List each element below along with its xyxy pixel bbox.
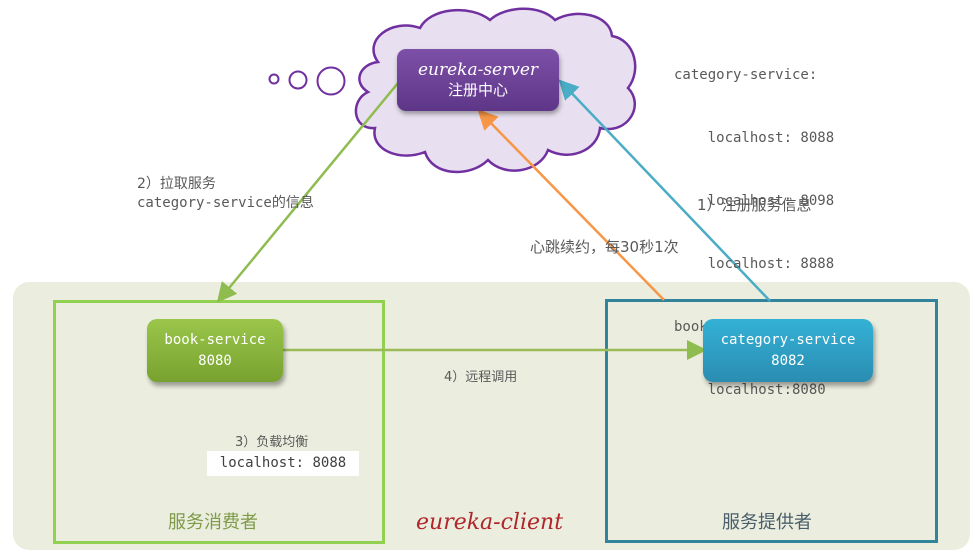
heartbeat-arrow xyxy=(477,109,665,301)
registry-line: category-service: xyxy=(674,67,818,83)
registry-line: localhost: 8888 xyxy=(674,256,835,272)
eureka-client-label: eureka-client xyxy=(416,510,564,535)
consumer-label: 服务消费者 xyxy=(168,512,258,533)
registry-line: localhost: 8088 xyxy=(674,130,835,146)
provider-region xyxy=(605,299,938,543)
registry-list: category-service: localhost: 8088 localh… xyxy=(674,23,834,422)
cloud-bubble-small xyxy=(268,73,280,85)
eureka-server-title: eureka-server xyxy=(417,60,539,80)
category-service-node[interactable]: category-service 8082 xyxy=(703,319,873,382)
category-service-name: category-service xyxy=(720,331,856,348)
cloud-bubble-large xyxy=(316,66,346,96)
load-balance-label: 3）负载均衡 xyxy=(235,435,309,450)
remote-call-label: 4）远程调用 xyxy=(444,370,518,385)
register-arrow xyxy=(558,79,771,302)
pull-service-label-line1: 2）拉取服务 xyxy=(137,176,216,192)
eureka-server-node[interactable]: eureka-server 注册中心 xyxy=(397,49,559,111)
book-service-port: 8080 xyxy=(198,352,232,369)
eureka-server-subtitle: 注册中心 xyxy=(447,81,508,99)
load-balance-value: localhost: 8088 xyxy=(207,451,359,476)
register-label: 1）注册服务信息 xyxy=(697,196,812,214)
pull-service-label: 2）拉取服务 category-service的信息 xyxy=(137,175,314,213)
pull-service-label-line2: category-service的信息 xyxy=(137,195,314,211)
cloud-bubble-medium xyxy=(288,70,308,90)
registry-line: localhost: 8098 xyxy=(674,193,835,209)
provider-label: 服务提供者 xyxy=(722,512,812,533)
heartbeat-label: 心跳续约，每30秒1次 xyxy=(530,238,679,256)
book-service-node[interactable]: book-service 8080 xyxy=(147,319,283,382)
book-service-name: book-service xyxy=(164,331,266,348)
category-service-port: 8082 xyxy=(771,352,805,369)
pull-service-arrow xyxy=(216,82,399,303)
registry-line: localhost:8080 xyxy=(674,382,826,398)
